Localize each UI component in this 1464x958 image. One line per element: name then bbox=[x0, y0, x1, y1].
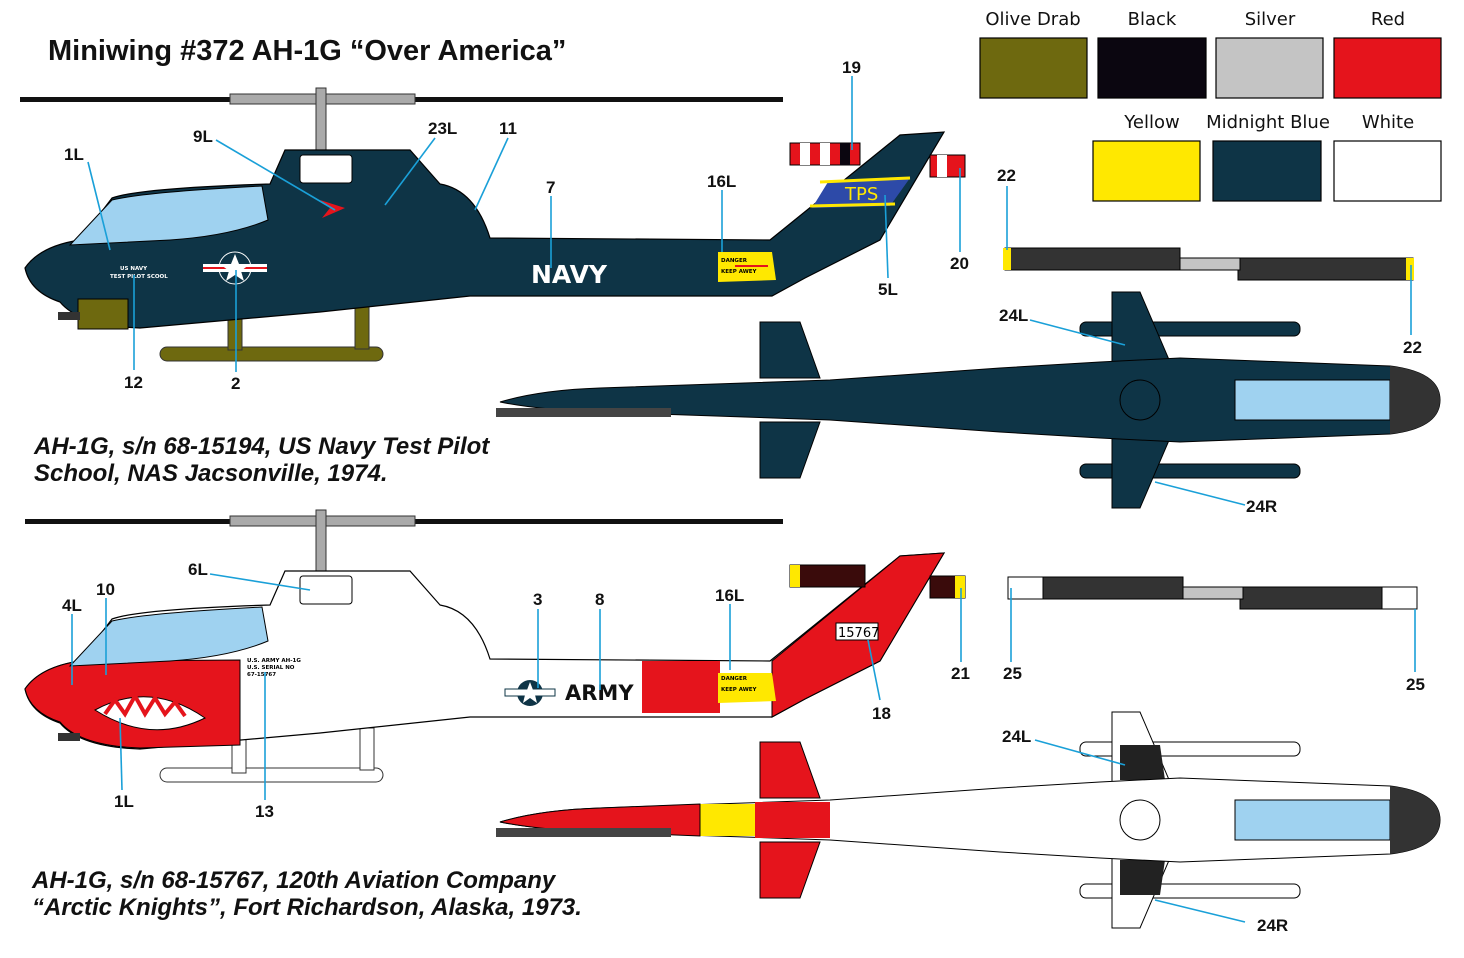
color-legend: Olive Drab Black Silver Red Yellow Midni… bbox=[979, 9, 1442, 202]
swatch-olive-drab bbox=[979, 37, 1088, 99]
swatch-label-silver: Silver bbox=[1245, 9, 1296, 30]
navy-side-view: TPS NAVY US NAVY TEST PILOT SCOOL DANGER… bbox=[20, 87, 966, 362]
danger-text: DANGER bbox=[721, 676, 748, 682]
swatch-silver bbox=[1215, 37, 1324, 99]
army-top-view bbox=[496, 576, 1441, 929]
callout-label: 25 bbox=[1406, 675, 1425, 694]
callout-label: 8 bbox=[595, 590, 604, 609]
data-block-line-1: U.S. ARMY AH-1G bbox=[247, 658, 301, 664]
callout-label: 20 bbox=[950, 254, 969, 273]
callout-label: 16L bbox=[707, 172, 736, 191]
callout-label: 18 bbox=[872, 704, 891, 723]
swatch-label-midnight-blue: Midnight Blue bbox=[1206, 112, 1330, 133]
callout-label: 12 bbox=[124, 373, 143, 392]
navy-top-view bbox=[496, 247, 1441, 509]
swatch-white bbox=[1333, 140, 1442, 202]
swatch-label-black: Black bbox=[1128, 9, 1177, 30]
swatch-red bbox=[1333, 37, 1442, 99]
callout-label: 10 bbox=[96, 580, 115, 599]
callout-label: 1L bbox=[114, 792, 134, 811]
callout-label: 25 bbox=[1003, 664, 1022, 683]
callout-label: 23L bbox=[428, 119, 457, 138]
callout-label: 4L bbox=[62, 596, 82, 615]
navy-callouts: 1L 9L 23L 11 7 16L 19 20 5L 12 2 22 22 2… bbox=[64, 58, 1422, 516]
callout-label: 6L bbox=[188, 560, 208, 579]
army-callouts: 6L 4L 10 3 8 16L 21 25 25 18 1L 13 24L 2… bbox=[62, 560, 1425, 935]
swatch-midnight-blue bbox=[1212, 140, 1322, 202]
data-block-line-3: 67-15767 bbox=[247, 672, 276, 678]
nose-text-line-2: TEST PILOT SCOOL bbox=[110, 274, 168, 280]
navy-caption-line-2: School, NAS Jacsonville, 1974. bbox=[34, 460, 387, 487]
callout-label: 13 bbox=[255, 802, 274, 821]
swatch-label-olive-drab: Olive Drab bbox=[985, 9, 1080, 30]
danger-text: DANGER bbox=[721, 258, 748, 264]
army-side-view: DANGER KEEP AWEY 15767 ARMY U.S. ARMY AH… bbox=[24, 509, 966, 783]
callout-label: 22 bbox=[997, 166, 1016, 185]
callout-label: 22 bbox=[1403, 338, 1422, 357]
callout-label: 24L bbox=[999, 306, 1028, 325]
callout-label: 3 bbox=[533, 590, 542, 609]
callout-label: 24R bbox=[1257, 916, 1288, 935]
callout-label: 24L bbox=[1002, 727, 1031, 746]
swatch-label-white: White bbox=[1362, 112, 1414, 133]
callout-label: 1L bbox=[64, 145, 84, 164]
callout-label: 24R bbox=[1246, 497, 1277, 516]
navy-fuselage-marking: NAVY bbox=[531, 260, 608, 289]
callout-label: 5L bbox=[878, 280, 898, 299]
nose-text-line-1: US NAVY bbox=[120, 266, 148, 272]
keep-away-text: KEEP AWEY bbox=[721, 687, 758, 693]
tail-number: 15767 bbox=[838, 626, 879, 641]
callout-label: 11 bbox=[499, 119, 517, 138]
swatch-label-yellow: Yellow bbox=[1123, 112, 1179, 133]
callout-label: 19 bbox=[842, 58, 861, 77]
callout-label: 2 bbox=[231, 374, 240, 393]
callout-label: 16L bbox=[715, 586, 744, 605]
navy-caption-line-1: AH-1G, s/n 68-15194, US Navy Test Pilot bbox=[33, 433, 490, 460]
tail-tps-marking: TPS bbox=[844, 184, 878, 205]
swatch-label-red: Red bbox=[1371, 9, 1405, 30]
callout-label: 7 bbox=[546, 178, 555, 197]
callout-label: 9L bbox=[193, 127, 213, 146]
army-caption-line-2: “Arctic Knights”, Fort Richardson, Alask… bbox=[32, 894, 582, 921]
callout-label: 21 bbox=[951, 664, 970, 683]
army-caption-line-1: AH-1G, s/n 68-15767, 120th Aviation Comp… bbox=[31, 867, 557, 894]
data-block-line-2: U.S. SERIAL NO bbox=[247, 665, 295, 671]
swatch-black bbox=[1097, 37, 1207, 99]
keep-away-text: KEEP AWEY bbox=[721, 269, 758, 275]
page-title: Miniwing #372 AH-1G “Over America” bbox=[48, 35, 566, 67]
swatch-yellow bbox=[1092, 140, 1201, 202]
